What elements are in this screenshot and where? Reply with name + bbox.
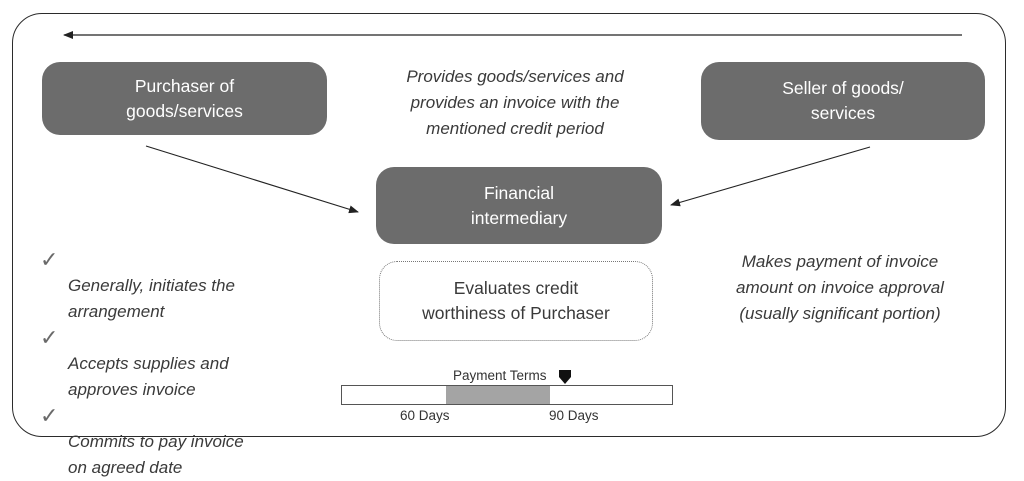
credit-evaluation-label: Evaluates credit worthiness of Purchaser [422, 278, 610, 323]
goods-flow-note: Provides goods/services and provides an … [406, 67, 624, 138]
financial-intermediary-label: Financial intermediary [470, 182, 568, 228]
responsibility-text: Accepts supplies and approves invoice [68, 354, 229, 399]
timeline-start-label: 60 Days [400, 408, 450, 423]
timeline-end-label: 90 Days [549, 408, 599, 423]
credit-period-segment [446, 386, 551, 404]
checkmark-icon: ✓ [40, 247, 59, 272]
diagram-frame [12, 13, 1006, 437]
credit-evaluation-box: Evaluates credit worthiness of Purchaser [379, 261, 653, 341]
purchaser-box: Purchaser of goods/services [42, 62, 327, 135]
purchaser-label: Purchaser of goods/services [126, 75, 243, 121]
payment-terms-marker-icon [559, 370, 571, 384]
seller-box: Seller of goods/ services [701, 62, 985, 140]
responsibility-text: Commits to pay invoice on agreed date [68, 432, 244, 477]
purchaser-responsibilities-list: ✓ Generally, initiates the arrangement ✓ A… [40, 247, 340, 481]
list-item: ✓ Commits to pay invoice on agreed date [40, 403, 340, 481]
seller-to-intermediary-arrow [670, 146, 871, 207]
checkmark-icon: ✓ [40, 403, 59, 428]
checkmark-icon: ✓ [40, 325, 59, 350]
seller-label: Seller of goods/ services [782, 78, 904, 123]
financial-intermediary-box: Financial intermediary [376, 167, 662, 244]
responsibility-text: Generally, initiates the arrangement [68, 276, 235, 321]
payment-terms-timeline [341, 385, 673, 405]
payment-terms-label: Payment Terms [453, 368, 547, 383]
payment-note: Makes payment of invoice amount on invoi… [736, 252, 944, 323]
list-item: ✓ Accepts supplies and approves invoice [40, 325, 340, 403]
purchaser-to-intermediary-arrow [145, 145, 359, 214]
list-item: ✓ Generally, initiates the arrangement [40, 247, 340, 325]
connector-layer [63, 31, 962, 214]
